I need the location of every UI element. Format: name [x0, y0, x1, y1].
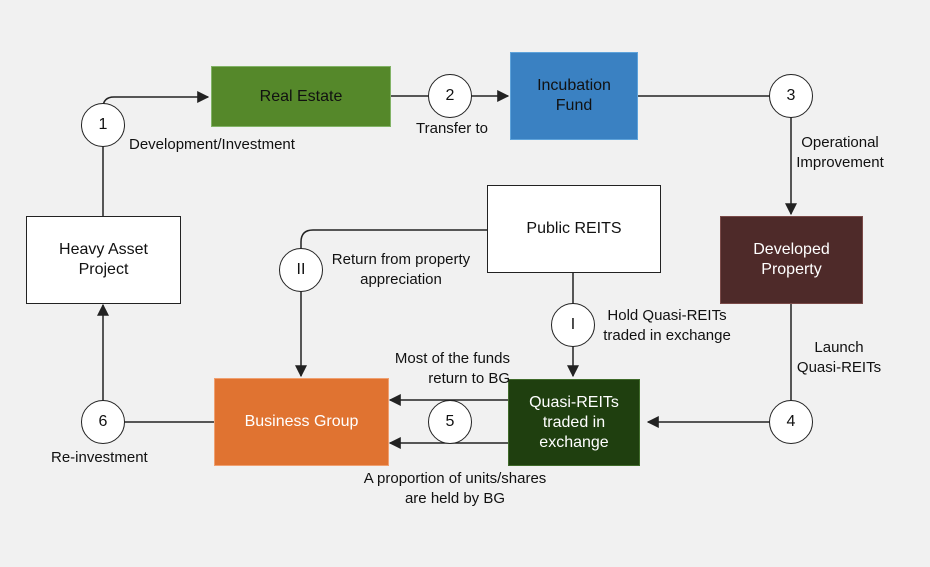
step-2-badge: 2 — [428, 74, 472, 118]
step-3-badge: 3 — [769, 74, 813, 118]
label-funds-return-to-bg: Most of the funds return to BG — [394, 350, 510, 387]
label-return-property-appreciation: Return from property appreciation — [331, 251, 471, 288]
step-6-badge: 6 — [81, 400, 125, 444]
label-transfer-to: Transfer to — [416, 120, 488, 137]
step-ii-badge: II — [279, 248, 323, 292]
label-hold-quasi-reits: Hold Quasi-REITs traded in exchange — [603, 307, 731, 344]
step-i-badge: I — [551, 303, 595, 347]
node-business-group[interactable]: Business Group — [214, 378, 389, 466]
node-real-estate[interactable]: Real Estate — [211, 66, 391, 127]
step-5-badge: 5 — [428, 400, 472, 444]
node-public-reits[interactable]: Public REITS — [487, 185, 661, 273]
label-operational-improvement: Operational Improvement — [796, 134, 884, 171]
edge-business-group-to-heavy-asset — [97, 303, 214, 423]
step-1-badge: 1 — [81, 103, 125, 147]
node-heavy-asset-project[interactable]: Heavy Asset Project — [26, 216, 181, 304]
label-development-investment: Development/Investment — [129, 136, 295, 153]
node-quasi-reits[interactable]: Quasi-REITs traded in exchange — [508, 379, 640, 466]
label-launch-quasi-reits: Launch Quasi-REITs — [796, 339, 882, 376]
step-4-badge: 4 — [769, 400, 813, 444]
node-developed-property[interactable]: Developed Property — [720, 216, 863, 304]
label-reinvestment: Re-investment — [51, 449, 148, 466]
edge-public-reits-to-business-group — [295, 229, 487, 378]
label-units-held-by-bg: A proportion of units/shares are held by… — [363, 470, 547, 507]
node-incubation-fund[interactable]: Incubation Fund — [510, 52, 638, 140]
